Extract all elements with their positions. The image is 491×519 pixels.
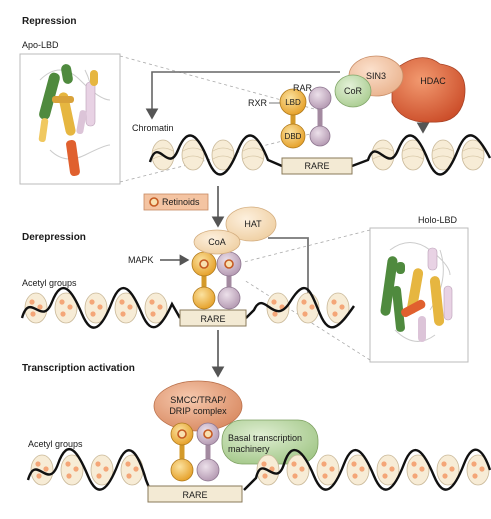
acetyl-groups-label-2: Acetyl groups bbox=[28, 439, 83, 449]
corepressor: CoR bbox=[334, 74, 372, 108]
dbd-label: DBD bbox=[285, 132, 302, 141]
acetyl-groups-label-1: Acetyl groups bbox=[22, 278, 77, 288]
rar-receptor bbox=[308, 86, 332, 147]
smcc-label-line1: SMCC/TRAP/ bbox=[170, 395, 226, 405]
mapk-label: MAPK bbox=[128, 255, 154, 265]
section-title-derepression: Derepression bbox=[22, 232, 86, 243]
basal-transcription-machinery: Basal transcription machinery bbox=[221, 419, 319, 465]
section-title-repression: Repression bbox=[22, 16, 76, 27]
rar-receptor-2 bbox=[216, 251, 242, 310]
chromatin-row-1 bbox=[148, 134, 491, 176]
svg-text:RARE: RARE bbox=[200, 314, 225, 324]
hat-label: HAT bbox=[244, 219, 262, 229]
rxr-receptor-2 bbox=[191, 251, 217, 310]
hdac-label: HDAC bbox=[420, 76, 446, 86]
svg-text:RARE: RARE bbox=[304, 161, 329, 171]
rare-box-3: RARE bbox=[147, 485, 243, 503]
smcc-trap-drip-complex: SMCC/TRAP/ DRIP complex bbox=[153, 380, 243, 432]
section-title-activation: Transcription activation bbox=[22, 363, 135, 374]
rar-label: RAR bbox=[293, 83, 313, 93]
rar-receptor-3 bbox=[196, 422, 220, 482]
coactivator: CoA bbox=[193, 229, 241, 255]
rare-box-1: RARE bbox=[281, 157, 353, 175]
chromatin-row-3 bbox=[26, 448, 491, 491]
repression-arrow-left bbox=[145, 71, 340, 120]
basal-label-line1: Basal transcription bbox=[228, 433, 302, 443]
cor-label: CoR bbox=[344, 86, 363, 96]
chromatin-label: Chromatin bbox=[132, 123, 174, 133]
apo-lbd-structure: Apo-LBD bbox=[19, 40, 121, 185]
retinoids-label: Retinoids bbox=[162, 197, 200, 207]
apo-lbd-label: Apo-LBD bbox=[22, 40, 59, 50]
rxr-receptor: LBD DBD bbox=[279, 88, 307, 149]
holo-lbd-label: Holo-LBD bbox=[418, 215, 458, 225]
hdac-complex: HDAC bbox=[391, 57, 466, 123]
basal-label-line2: machinery bbox=[228, 444, 270, 454]
coa-label: CoA bbox=[208, 237, 226, 247]
rare-box-2: RARE bbox=[179, 309, 247, 327]
sin3-label: SIN3 bbox=[366, 71, 386, 81]
hat-complex: HAT bbox=[225, 206, 277, 242]
hat-connector bbox=[268, 237, 309, 310]
smcc-label-line2: DRIP complex bbox=[169, 406, 227, 416]
rxr-label: RXR bbox=[248, 98, 268, 108]
chromatin-row-2 bbox=[20, 287, 355, 329]
lbd-label: LBD bbox=[285, 98, 301, 107]
svg-text:RARE: RARE bbox=[182, 490, 207, 500]
holo-lbd-structure: Holo-LBD bbox=[369, 215, 469, 363]
retinoids-badge: Retinoids bbox=[143, 193, 209, 211]
rxr-receptor-3 bbox=[170, 422, 194, 482]
